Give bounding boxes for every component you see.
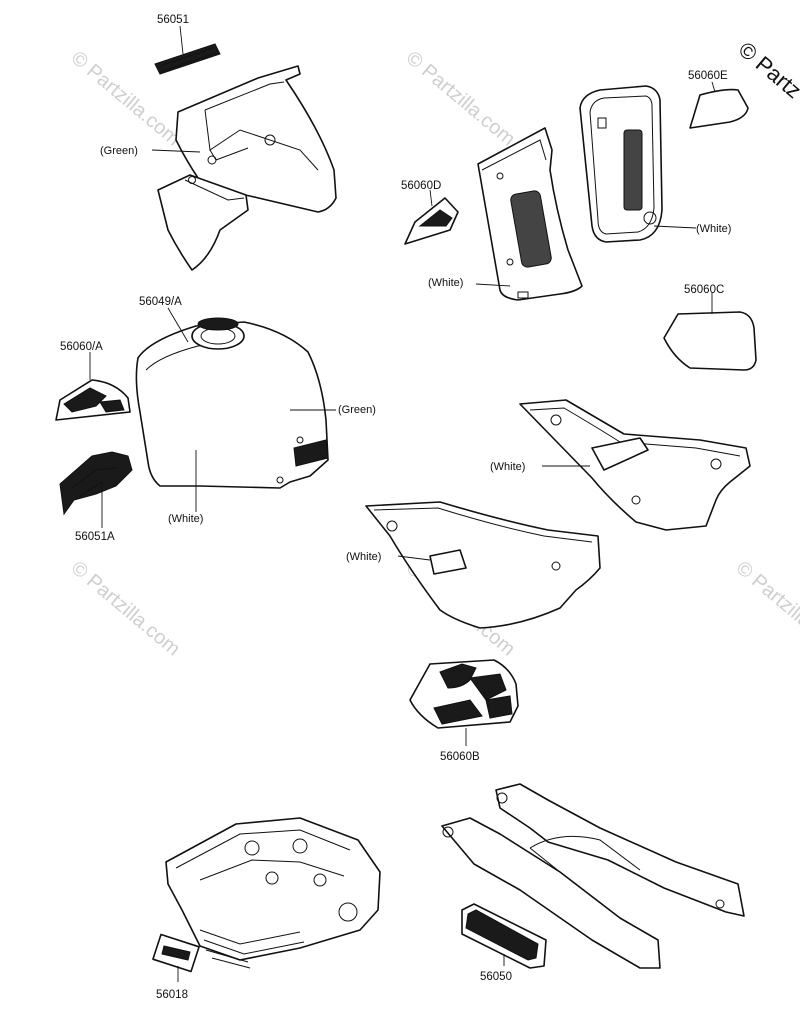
part-label-56049a: 56049/A bbox=[139, 296, 182, 308]
color-label-green: (Green) bbox=[100, 145, 138, 157]
watermark-text: © Partzilla.com bbox=[402, 47, 519, 150]
part-fuel-tank[interactable] bbox=[135, 317, 329, 489]
part-label-56060a: 56060/A bbox=[60, 341, 103, 353]
part-label-56018: 56018 bbox=[156, 989, 188, 1001]
color-label-white: (White) bbox=[428, 277, 463, 289]
color-label-green: (Green) bbox=[338, 404, 376, 416]
leader-line bbox=[711, 81, 716, 93]
part-side-cover-lower[interactable] bbox=[365, 501, 601, 629]
part-56060b-decal[interactable] bbox=[409, 659, 519, 729]
leader-line bbox=[429, 189, 433, 207]
leader-line bbox=[475, 283, 511, 287]
part-label-56060d: 56060D bbox=[401, 180, 441, 192]
part-56051a-decal[interactable] bbox=[59, 451, 133, 516]
color-label-white: (White) bbox=[490, 461, 525, 473]
part-56060c-decal[interactable] bbox=[663, 311, 757, 371]
part-56051-decal[interactable] bbox=[154, 43, 221, 75]
part-label-56050: 56050 bbox=[480, 971, 512, 983]
part-56060e-decal[interactable] bbox=[689, 88, 749, 129]
leader-line bbox=[167, 307, 189, 343]
part-label-56060b: 56060B bbox=[440, 751, 480, 763]
part-label-56060c: 56060C bbox=[684, 284, 724, 296]
watermark-corner-text: © Partz bbox=[734, 37, 800, 104]
leader-line bbox=[653, 225, 697, 229]
color-label-white: (White) bbox=[696, 223, 731, 235]
color-label-white: (White) bbox=[168, 513, 203, 525]
part-side-cover-upper[interactable] bbox=[519, 399, 751, 531]
part-56060a-decal[interactable] bbox=[55, 379, 131, 421]
part-label-56060e: 56060E bbox=[688, 70, 728, 82]
vent-grille bbox=[510, 190, 552, 268]
watermark-text: © Partzilla.com bbox=[732, 557, 800, 660]
part-side-panel-center[interactable] bbox=[477, 127, 583, 301]
leader-line bbox=[151, 149, 201, 153]
leader-line bbox=[179, 25, 184, 55]
part-56050-decal[interactable] bbox=[461, 903, 547, 969]
part-56060d-decal[interactable] bbox=[404, 197, 459, 245]
part-headlight-cowl[interactable] bbox=[157, 65, 337, 271]
part-label-56051a: 56051A bbox=[75, 531, 115, 543]
part-56018-plate[interactable] bbox=[152, 933, 200, 973]
watermark-text: © Partzilla.com bbox=[67, 557, 184, 660]
color-label-white: (White) bbox=[346, 551, 381, 563]
part-label-56051: 56051 bbox=[157, 14, 189, 26]
part-cylinder-head[interactable] bbox=[165, 817, 381, 969]
part-side-panel-right[interactable] bbox=[579, 85, 663, 243]
vent-grille bbox=[623, 129, 643, 211]
leader-line bbox=[397, 555, 431, 561]
part-swing-arm[interactable] bbox=[441, 783, 745, 969]
